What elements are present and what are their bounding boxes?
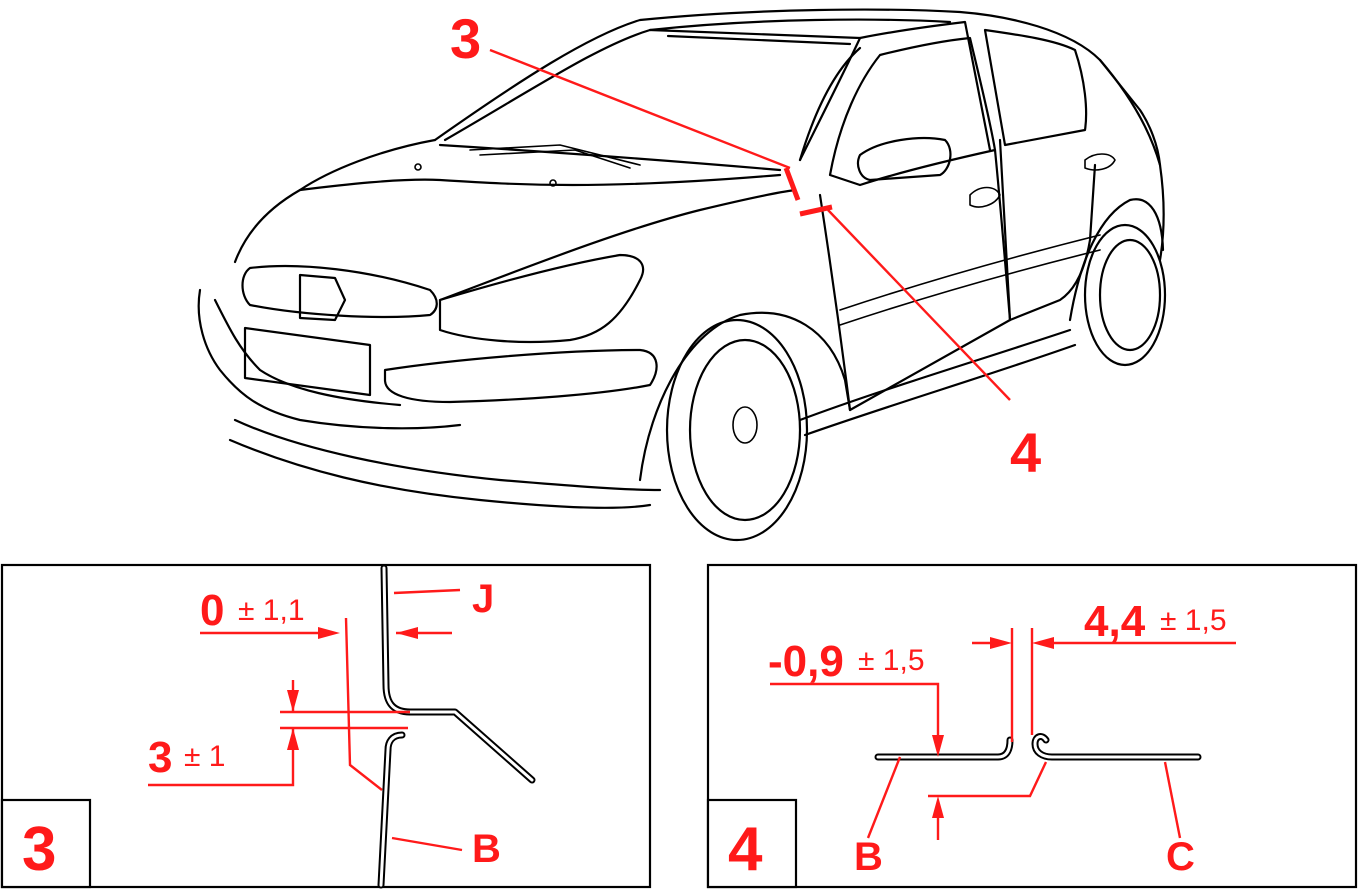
gap-value-4: 4,4 — [1084, 597, 1146, 646]
gap-value-3: 0 — [200, 586, 224, 635]
flush-tolerance-4: ± 1,5 — [858, 644, 925, 677]
callout-leader-4 — [827, 209, 1011, 401]
part-label-c: C — [1166, 835, 1195, 879]
flush-tolerance-3: ± 1 — [184, 740, 225, 773]
part-label-b-4: B — [854, 835, 883, 879]
callout-leader-3 — [489, 48, 791, 170]
part-label-b-3: B — [472, 827, 501, 871]
panel-number-3: 3 — [22, 815, 56, 884]
callout-mark-3 — [783, 167, 801, 201]
flush-value-4: -0,9 — [768, 637, 844, 686]
callout-label-4: 4 — [1010, 421, 1041, 484]
gap-tolerance-4: ± 1,5 — [1160, 604, 1227, 637]
car-illustration: 3 4 — [197, 7, 1167, 542]
part-label-j: J — [472, 577, 494, 621]
detail-panel-3: 3 0 ± 1,1 3 ± 1 J B — [0, 563, 652, 889]
callout-label-3: 3 — [450, 7, 481, 70]
callout-mark-4 — [799, 204, 833, 217]
gap-tolerance-3: ± 1,1 — [238, 594, 305, 627]
detail-panel-4: 4 -0,9 ± 1,5 4,4 ± 1,5 B C — [706, 563, 1358, 889]
flush-value-3: 3 — [148, 733, 172, 782]
panel-number-4: 4 — [728, 815, 763, 884]
